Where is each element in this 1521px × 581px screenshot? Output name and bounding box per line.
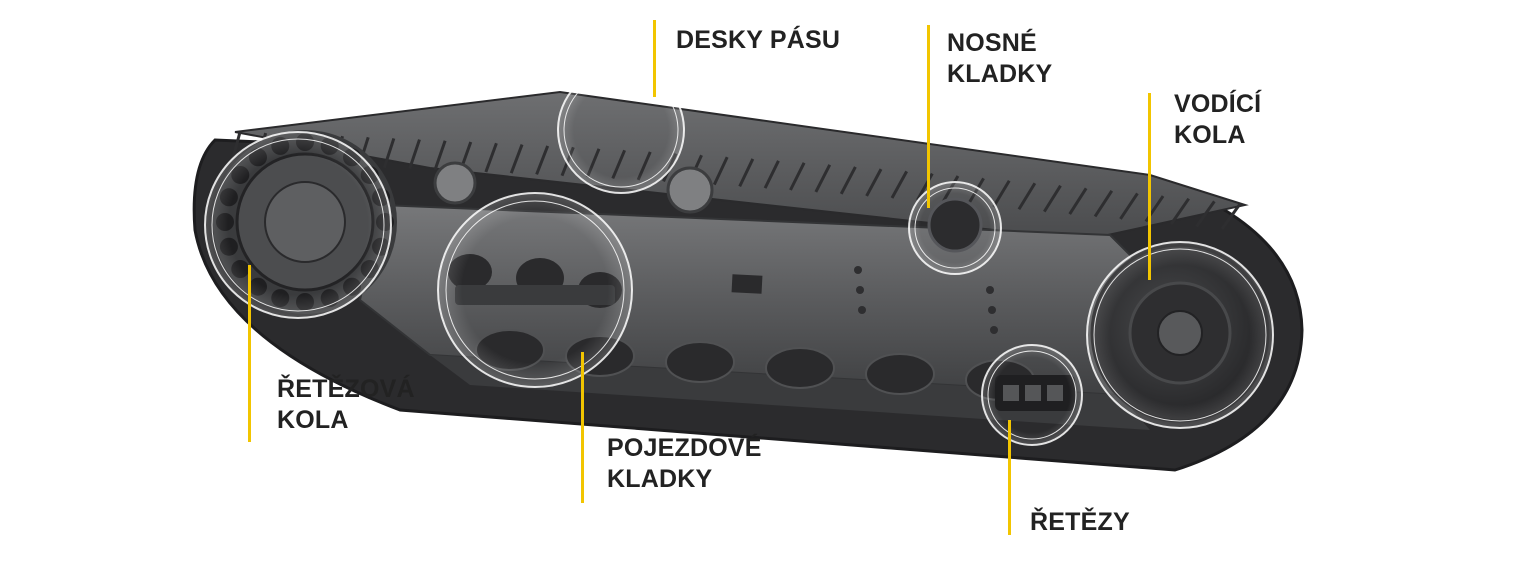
track-plate-rib (992, 179, 1011, 208)
track-plate-rib (789, 162, 806, 191)
track-plate-rib (484, 142, 498, 173)
label-retezy: ŘETĚZY (1030, 507, 1130, 538)
lower-roller (665, 341, 735, 383)
track-plate-rib (890, 170, 908, 199)
ring-track-plates (557, 66, 685, 194)
frame-bolt (988, 306, 996, 314)
label-nosne-kladky-line1: NOSNÉ (947, 29, 1037, 57)
lower-roller (765, 347, 835, 389)
label-desky-pasu-line1: DESKY PÁSU (676, 26, 841, 54)
track-plate-rib (535, 145, 550, 175)
leader-line-vodici-kola (1148, 93, 1151, 280)
label-vodici-kola: VODÍCÍ KOLA (1174, 89, 1261, 151)
track-plate-rib (1043, 184, 1062, 213)
label-pojezdove-kladky: POJEZDOVÉ KLADKY (607, 433, 762, 495)
track-plate-rib (1119, 192, 1139, 220)
track-plate-rib (763, 160, 780, 189)
leader-line-pojezdove-kladky (581, 352, 584, 503)
leader-line-retezova-kola (248, 265, 251, 442)
label-desky-pasu: DESKY PÁSU (676, 25, 840, 56)
track-plate-rib (839, 166, 857, 195)
ring-carrier-roller (908, 181, 1002, 275)
track-plate-rib (1093, 190, 1114, 218)
frame-bolt (856, 286, 864, 294)
leader-line-desky-pasu (653, 20, 656, 97)
track-plate-rib (408, 139, 421, 170)
label-retezy-line1: ŘETĚZY (1030, 508, 1130, 536)
track-plate-rib (865, 168, 883, 197)
label-nosne-kladky-line2: KLADKY (947, 60, 1053, 88)
ring-idler-wheel (1086, 241, 1274, 429)
track-plate-rib (433, 140, 447, 171)
label-vodici-kola-line1: VODÍCÍ (1174, 90, 1262, 118)
ring-drive-sprocket (204, 131, 392, 319)
label-pojezdove-kladky-line2: KLADKY (607, 465, 713, 493)
track-plate-rib (1017, 182, 1037, 211)
frame-bolt (858, 306, 866, 314)
frame-bolt (854, 266, 862, 274)
ring-track-rollers (437, 192, 633, 388)
label-pojezdove-kladky-line1: POJEZDOVÉ (607, 434, 762, 462)
track-plate-rib (1195, 200, 1216, 228)
frame-slot (731, 274, 763, 294)
track-plate-rib (1068, 187, 1088, 215)
label-vodici-kola-line2: KOLA (1174, 121, 1246, 149)
label-retezova-kola-line1: ŘETĚZOVÁ (277, 375, 415, 403)
label-retezova-kola-line2: KOLA (277, 406, 349, 434)
track-plate-ribs (230, 131, 1242, 230)
track-plate-rib (814, 164, 832, 193)
label-retezova-kola: ŘETĚZOVÁ KOLA (277, 374, 415, 436)
frame-bolt (990, 326, 998, 334)
track-plate-rib (509, 144, 524, 174)
leader-line-nosne-kladky (927, 25, 930, 208)
track-plate-rib (382, 137, 396, 169)
lower-roller (865, 353, 935, 395)
track-plate-rib (738, 158, 755, 188)
frame-bolt (986, 286, 994, 294)
track-plate-rib (1169, 197, 1190, 225)
label-nosne-kladky: NOSNÉ KLADKY (947, 28, 1052, 90)
leader-line-retezy (1008, 420, 1011, 535)
frame-bolts (854, 266, 998, 334)
highlight-rings (204, 66, 1274, 446)
track-plate-rib (712, 156, 729, 186)
track-plate-rib (1220, 203, 1242, 230)
ring-chains (981, 344, 1083, 446)
